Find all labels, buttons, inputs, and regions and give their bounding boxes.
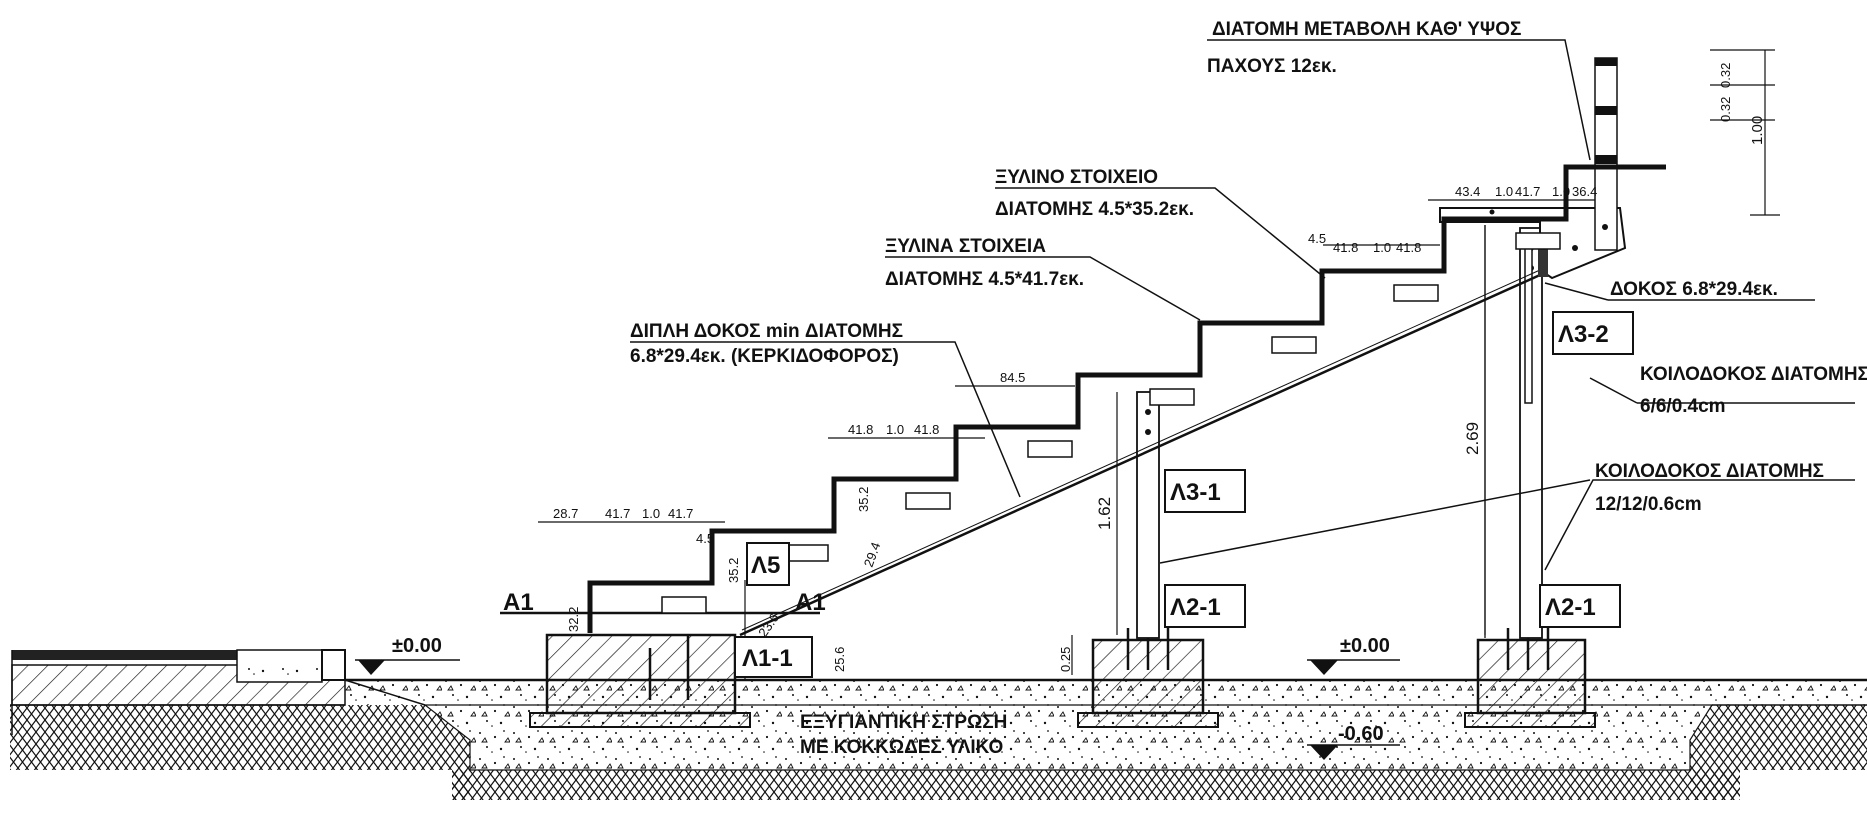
tag-l2-1-b: Λ2-1	[1545, 594, 1596, 621]
tread-support	[1393, 284, 1439, 302]
note-double-beam-title: ΔΙΠΛΗ ΔΟΚΟΣ min ΔΙΑΤΟΜΗΣ	[630, 321, 903, 342]
note-wood-single-title: ΞΥΛΙΝΟ ΣΤΟΙΧΕΙΟ	[995, 167, 1158, 188]
dim-41-8-a: 41.8	[848, 422, 873, 437]
tread-support	[1149, 388, 1195, 406]
tread-support	[1515, 232, 1561, 250]
tread-support	[905, 492, 951, 510]
dim-35-2-a: 35.2	[726, 558, 741, 583]
tag-l3-1: Λ3-1	[1170, 479, 1221, 506]
dim-0-32-b: 0.32	[1718, 97, 1733, 122]
soil-cross-hatch	[10, 705, 1867, 800]
dim-1-00: 1.00	[1749, 116, 1766, 145]
dim-0-32-a: 0.32	[1718, 63, 1733, 88]
column-l3-2-small	[1524, 237, 1533, 404]
footing-l1-1	[529, 633, 751, 728]
dim-1-62: 1.62	[1095, 497, 1114, 530]
dim-36-4: 36.4	[1572, 184, 1597, 199]
tag-l1-1: Λ1-1	[742, 645, 793, 672]
dim-1-0-d: 1.0	[1495, 184, 1513, 199]
level-minus: -0.60	[1338, 723, 1384, 745]
footing-l2-1-b	[1464, 628, 1596, 728]
dim-32-2: 32.2	[566, 607, 581, 632]
dim-1-0-a: 1.0	[642, 506, 660, 521]
top-back-frame	[1439, 57, 1627, 280]
footing-l2-1-a	[1077, 628, 1219, 728]
level-marker-zero-left	[355, 659, 460, 675]
tag-a1-right: Α1	[795, 589, 826, 616]
note-section-variation-title: ΔΙΑΤΟΜΗ ΜΕΤΑΒΟΛΗ ΚΑΘ' ΥΨΟΣ	[1212, 19, 1521, 40]
dim-1-0-e: 1.0	[1552, 184, 1570, 199]
note-section-variation-sub: ΠΑΧΟΥΣ 12εκ.	[1207, 56, 1337, 77]
note-hollow-small-title: ΚΟΙΛΟΔΟΚΟΣ ΔΙΑΤΟΜΗΣ	[1640, 364, 1867, 385]
stair-steps	[587, 164, 1666, 633]
dim-4-5-a: 4.5	[1308, 231, 1326, 246]
dim-23-6: 23.6	[755, 610, 782, 639]
dim-84-5: 84.5	[1000, 370, 1025, 385]
tag-boxes	[734, 311, 1634, 678]
tread-support	[1271, 336, 1317, 354]
soil-bottom-hatch	[452, 770, 1740, 800]
dim-41-7-b: 41.7	[668, 506, 693, 521]
note-wood-multi-sub: ΔΙΑΤΟΜΗΣ 4.5*41.7εκ.	[885, 269, 1084, 290]
column-l2-1-a	[1136, 391, 1160, 639]
tag-l3-2: Λ3-2	[1558, 321, 1609, 348]
dim-41-8-c: 41.8	[1333, 240, 1358, 255]
leader-lines	[630, 39, 1855, 571]
dim-41-7-a: 41.7	[605, 506, 630, 521]
tread-support	[783, 544, 829, 562]
note-base-layer-1: ΕΞΥΓΙΑΝΤΙΚΗ ΣΤΡΩΣΗ	[800, 712, 1007, 733]
note-beam-label: ΔΟΚΟΣ 6.8*29.4εκ.	[1610, 279, 1778, 300]
tag-l2-1-a: Λ2-1	[1170, 594, 1221, 621]
level-zero-left: ±0.00	[392, 635, 442, 657]
left-pavement-detail	[11, 649, 346, 735]
dim-35-2-b: 35.2	[856, 487, 871, 512]
note-wood-multi-title: ΞΥΛΙΝΑ ΣΤΟΙΧΕΙΑ	[885, 236, 1046, 257]
level-marker-zero-right	[1307, 659, 1400, 675]
note-wood-single-sub: ΔΙΑΤΟΜΗΣ 4.5*35.2εκ.	[995, 199, 1194, 220]
tag-a1-left: Α1	[503, 589, 534, 616]
note-hollow-large-title: ΚΟΙΛΟΔΟΚΟΣ ΔΙΑΤΟΜΗΣ	[1595, 461, 1824, 482]
dim-41-7-c: 41.7	[1515, 184, 1540, 199]
dim-2-69: 2.69	[1463, 422, 1482, 455]
dim-29-4: 29.4	[861, 540, 884, 569]
dimension-lines	[538, 49, 1780, 680]
dim-0-25: 0.25	[1058, 647, 1073, 672]
note-double-beam-sub: 6.8*29.4εκ. (ΚΕΡΚΙΔΟΦΟΡΟΣ)	[630, 346, 899, 367]
dim-43-4: 43.4	[1455, 184, 1480, 199]
dim-1-0-c: 1.0	[1373, 240, 1391, 255]
level-zero-right: ±0.00	[1340, 635, 1390, 657]
note-base-layer-2: ΜΕ ΚΟΚΚΩΔΕΣ ΥΛΙΚΟ	[800, 737, 1003, 758]
dim-4-5-b: 4.5	[696, 531, 714, 546]
level-marker-minus	[1307, 744, 1400, 760]
dim-1-0-b: 1.0	[886, 422, 904, 437]
dim-41-8-d: 41.8	[1396, 240, 1421, 255]
diagonal-stringer-beam	[739, 273, 1541, 637]
note-hollow-small-sub: 6/6/0.4cm	[1640, 396, 1726, 417]
tread-support	[661, 596, 707, 614]
note-hollow-large-sub: 12/12/0.6cm	[1595, 494, 1702, 515]
stair-profile	[587, 164, 1666, 633]
dim-25-6: 25.6	[832, 647, 847, 672]
tag-l5: Λ5	[751, 552, 780, 579]
tread-support	[1027, 440, 1073, 458]
dim-41-8-b: 41.8	[914, 422, 939, 437]
dim-28-7: 28.7	[553, 506, 578, 521]
